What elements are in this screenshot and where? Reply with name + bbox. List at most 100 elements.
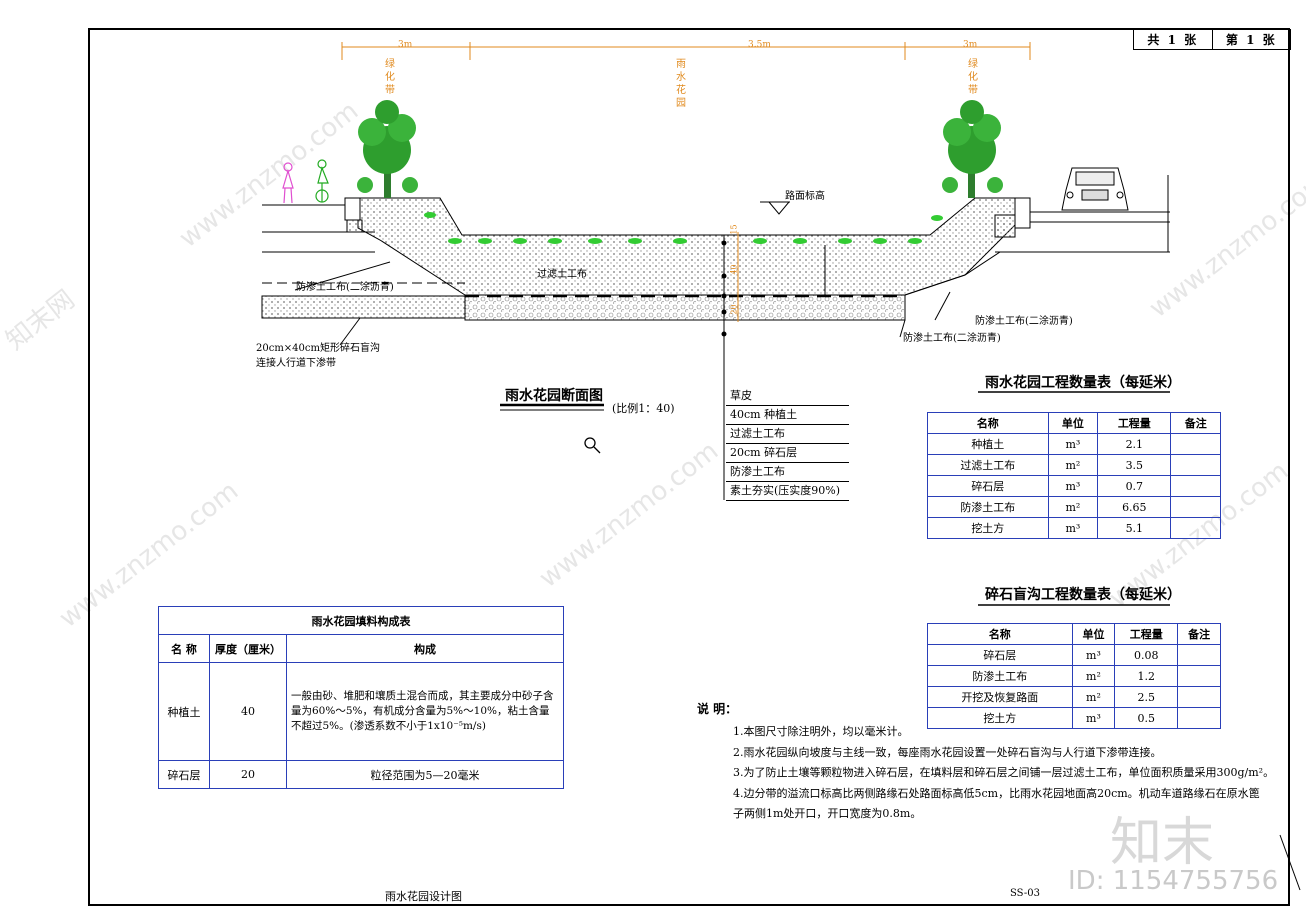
- tree-right-icon: [942, 100, 1003, 198]
- planting-soil-layer: [357, 197, 1016, 296]
- material-table-title: 雨水花园填料构成表: [158, 606, 564, 635]
- table-cell: 碎石层: [158, 760, 210, 789]
- dimension-left: 3m: [398, 40, 413, 50]
- table-cell: 粒径范围为5—20毫米: [286, 760, 564, 789]
- table-cell: 0.5: [1114, 707, 1179, 729]
- image-id-tag: ID: 1154755756: [1068, 866, 1279, 896]
- brand-watermark: 知末: [1110, 813, 1215, 873]
- quantity-table-title: 雨水花园工程数量表（每延米）: [985, 375, 1181, 391]
- blind-ditch-connect-label: 连接人行道下渗带: [256, 358, 336, 369]
- table-cell: 防渗土工布: [927, 496, 1049, 518]
- layer-legend-item: 20cm 碎石层: [726, 444, 849, 463]
- dimension-right: 3m: [963, 40, 978, 50]
- table-cell: [1170, 454, 1221, 476]
- road-level-label: 路面标高: [785, 191, 825, 202]
- table-header: 名 称: [158, 634, 210, 663]
- table-cell: 过滤土工布: [927, 454, 1049, 476]
- notes-heading: 说 明：: [697, 702, 738, 716]
- depth-40: 40: [729, 264, 739, 275]
- table-cell: 防渗土工布: [927, 665, 1073, 687]
- layer-legend-item: 防渗土工布: [726, 463, 849, 482]
- curb-left: [344, 197, 361, 221]
- note-item: 3.为了防止土壤等颗粒物进入碎石层，在填料层和碎石层之间铺一层过滤土工布，单位面…: [733, 766, 1275, 779]
- tree-left-icon: [357, 100, 418, 198]
- table-header: 单位: [1071, 623, 1116, 645]
- filter-cloth-label: 过滤土工布: [537, 269, 587, 280]
- page-current: 第 1 张: [1211, 29, 1291, 49]
- table-cell: [1177, 707, 1221, 729]
- table-cell: 碎石层: [927, 475, 1049, 497]
- table-cell: 2.5: [1114, 686, 1179, 708]
- table-cell: m³: [1047, 517, 1099, 539]
- table-cell: [1170, 496, 1221, 518]
- cyclist-icon: [315, 159, 329, 203]
- table-cell: 0.7: [1097, 475, 1172, 497]
- elevation-marker: [767, 201, 791, 215]
- table-cell: [1170, 517, 1221, 539]
- depth-20: 20: [729, 304, 739, 315]
- table-header: 备注: [1177, 623, 1221, 645]
- curb-right: [1014, 197, 1031, 229]
- table-cell: [1170, 475, 1221, 497]
- table-cell: m²: [1047, 496, 1099, 518]
- note-item: 子两侧1m处开口，开口宽度为0.8m。: [733, 807, 922, 820]
- layer-legend-item: 40cm 种植土: [726, 406, 849, 425]
- blind-ditch-label: 20cm×40cm矩形碎石盲沟: [256, 343, 380, 354]
- table-header: 工程量: [1114, 623, 1179, 645]
- table-cell: [1177, 665, 1221, 687]
- table-cell: 2.1: [1097, 433, 1172, 455]
- impermeable-label-right-2: 防渗土工布(二涂沥青): [903, 333, 1001, 344]
- table-cell: 1.2: [1114, 665, 1179, 687]
- dimension-middle: 3.5m: [748, 40, 771, 50]
- note-item: 4.边分带的溢流口标高比两侧路缘石处路面标高低5cm，比雨水花园地面高20cm。…: [733, 786, 1260, 800]
- note-item: 2.雨水花园纵向坡度与主线一致，每座雨水花园设置一处碎石盲沟与人行道下渗带连接。: [733, 745, 1162, 759]
- impermeable-label-right-1: 防渗土工布(二涂沥青): [975, 316, 1073, 327]
- table-cell: 5.1: [1097, 517, 1172, 539]
- table-cell: 种植土: [927, 433, 1049, 455]
- page-count-box: 共 1 张 第 1 张: [1133, 29, 1291, 50]
- depth-15: 15: [729, 224, 739, 235]
- table-cell: [1177, 686, 1221, 708]
- table-cell: 挖土方: [927, 517, 1049, 539]
- table-cell: m²: [1047, 454, 1099, 476]
- layer-legend: 草皮 40cm 种植土 过滤土工布 20cm 碎石层 防渗土工布 素土夯实(压实…: [726, 387, 849, 501]
- layer-legend-item: 草皮: [726, 387, 849, 406]
- table-cell: m³: [1047, 475, 1099, 497]
- drawing-number: SS-03: [1010, 888, 1040, 899]
- label-green-belt-right: 绿化带: [968, 59, 978, 96]
- layer-legend-item: 素土夯实(压实度90%): [726, 482, 849, 501]
- pedestrian-icon: [282, 162, 294, 204]
- zoom-icon: [584, 437, 601, 454]
- table-cell: 40: [209, 662, 287, 761]
- car-icon: [1061, 167, 1129, 211]
- table-cell: 一般由砂、堆肥和壤质土混合而成，其主要成分中砂子含量为60%～5%，有机成分含量…: [286, 662, 564, 761]
- table-cell: 碎石层: [927, 644, 1073, 666]
- table-cell: m²: [1071, 686, 1116, 708]
- label-green-belt-left: 绿化带: [385, 59, 395, 96]
- table-cell: 3.5: [1097, 454, 1172, 476]
- table-header: 名称: [927, 623, 1073, 645]
- table-cell: 开挖及恢复路面: [927, 686, 1073, 708]
- table-cell: m²: [1071, 665, 1116, 687]
- note-item: 1.本图尺寸除注明外，均以毫米计。: [733, 725, 909, 738]
- table-header: 单位: [1047, 412, 1099, 434]
- page-total: 共 1 张: [1147, 32, 1199, 47]
- table-header: 厚度（厘米）: [209, 634, 287, 663]
- grass-row: [424, 212, 943, 244]
- table-cell: m³: [1071, 644, 1116, 666]
- section-scale: (比例1：40): [612, 402, 675, 415]
- gravel-blind-ditch: [261, 295, 466, 319]
